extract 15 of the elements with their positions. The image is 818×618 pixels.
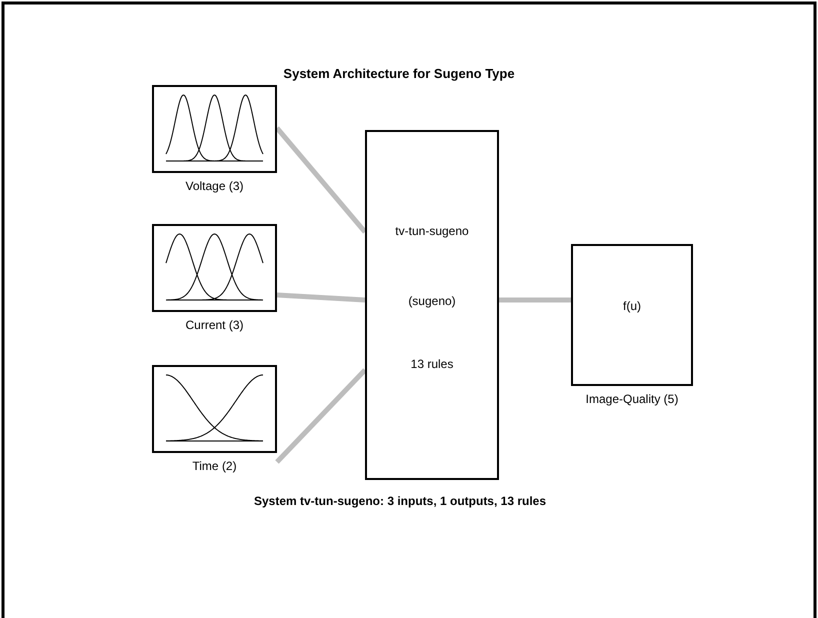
system-info-text: 13 rules — [410, 357, 454, 371]
fis-system-box — [365, 130, 499, 480]
input-variable-label: Voltage (3) — [185, 179, 244, 193]
connector-line — [275, 126, 367, 234]
input-variable-label: Time (2) — [192, 459, 237, 473]
connector-line — [499, 298, 571, 302]
system-info-text: tv-tun-sugeno — [395, 224, 469, 238]
connector-line — [276, 292, 366, 302]
diagram-title: System Architecture for Sugeno Type — [283, 66, 515, 81]
output-function-text: f(u) — [623, 299, 641, 313]
diagram-caption: System tv-tun-sugeno: 3 inputs, 1 outputs, 13 rules — [254, 494, 546, 508]
output-variable-label: Image-Quality (5) — [586, 392, 678, 406]
system-info-text: (sugeno) — [408, 294, 456, 308]
connector-line — [275, 368, 367, 464]
input-variable-label: Current (3) — [186, 318, 244, 332]
